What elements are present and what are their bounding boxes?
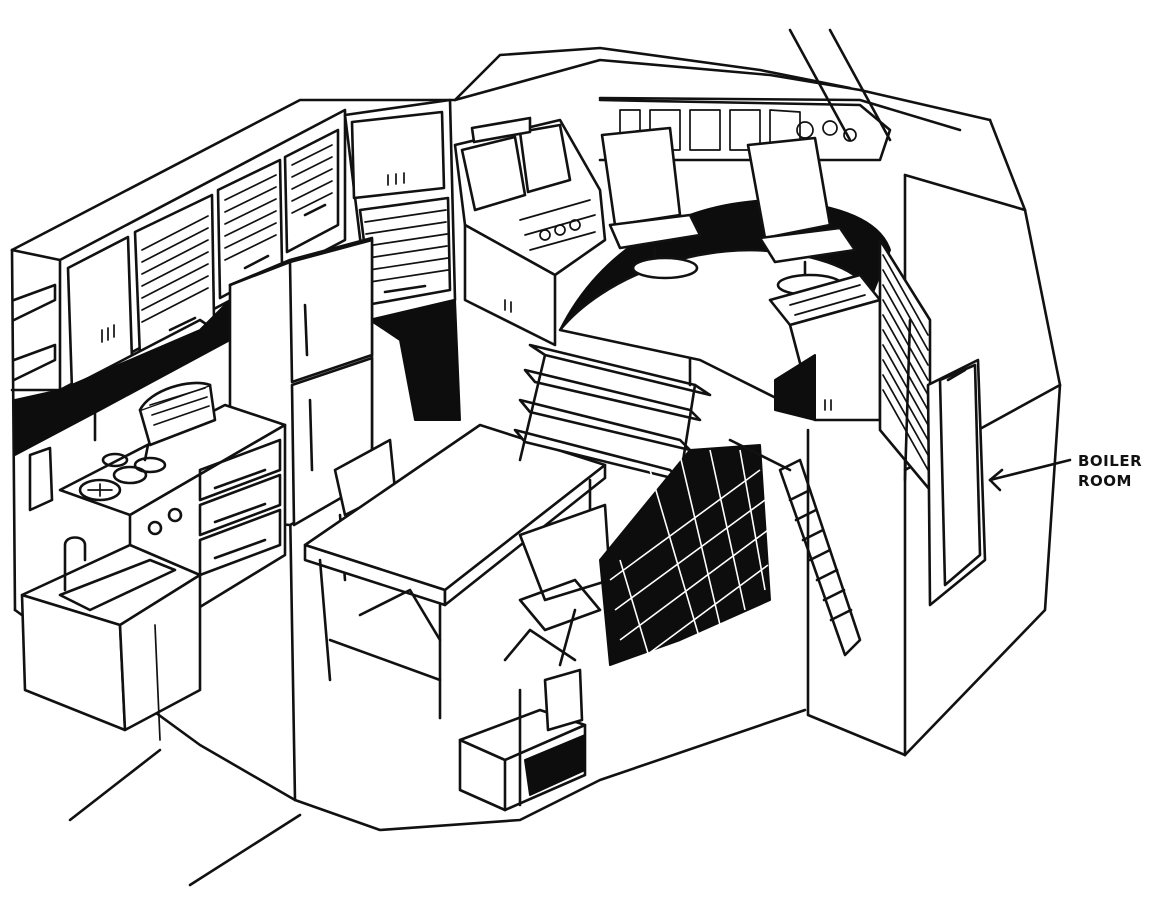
annotation-line-2: ROOM	[1078, 472, 1132, 490]
locker-upper-door	[352, 112, 444, 198]
boiler-room-door	[928, 360, 985, 605]
cart	[460, 670, 585, 810]
boiler-room-callout: BOILER ROOM	[990, 452, 1142, 490]
fridge-freezer-door	[290, 240, 372, 382]
ladder-down	[730, 440, 860, 655]
callout-arrow	[990, 460, 1070, 480]
sink-basin	[60, 560, 175, 610]
cargo-net	[600, 445, 770, 665]
sink-cabinet	[22, 448, 200, 740]
pilot-seat	[602, 128, 680, 225]
wall-dispenser	[30, 448, 52, 510]
monitor-1	[462, 137, 525, 210]
bridge-deck	[455, 30, 890, 420]
monitor-2	[520, 125, 570, 192]
copilot-seat	[748, 138, 830, 238]
arrow-head-icon	[990, 470, 1002, 490]
annotation-line-1: BOILER	[1078, 452, 1142, 470]
upper-cabinets	[12, 110, 345, 455]
